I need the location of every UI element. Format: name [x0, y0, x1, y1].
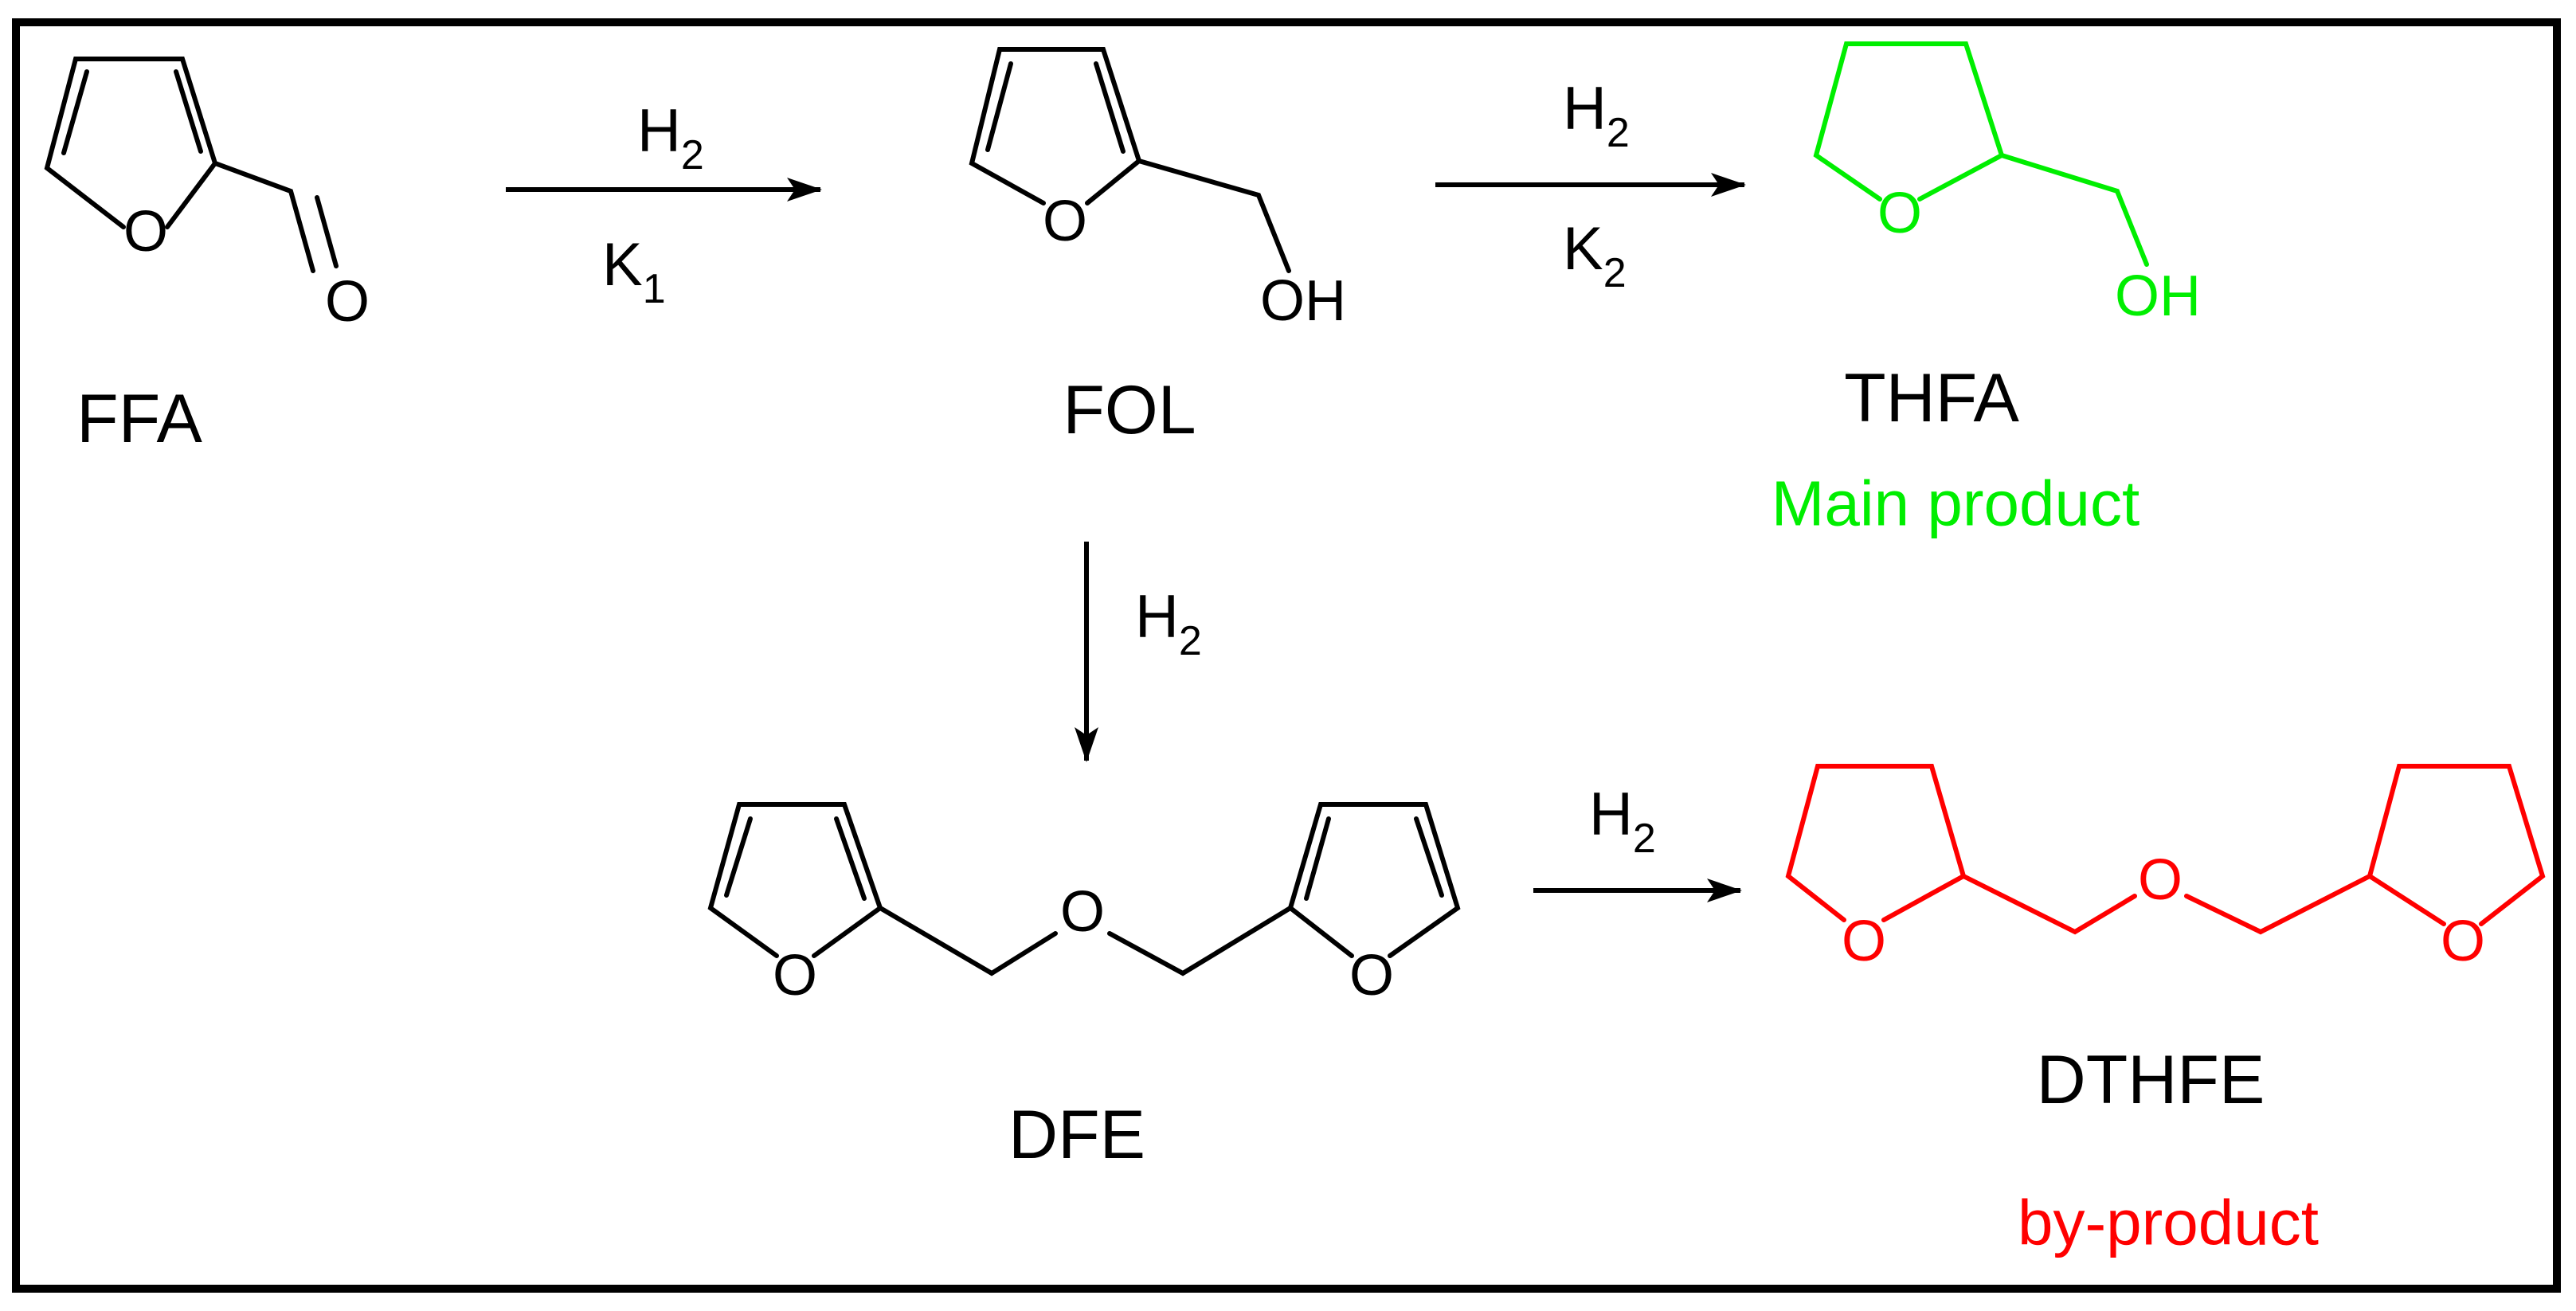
ffa-label: FFA: [76, 381, 202, 457]
dfe-label: DFE: [1008, 1097, 1145, 1173]
dthfe-structure: [1785, 764, 2546, 935]
thfa-structure: [1813, 41, 2149, 267]
dthfe-ether-oxygen: O: [2138, 848, 2183, 912]
arrow-3-reagent: H2: [1135, 583, 1202, 664]
fol-hydroxyl: OH: [1260, 269, 1346, 333]
thfa-hydroxyl: OH: [2115, 264, 2201, 328]
arrow-1-reagent: H2: [637, 97, 704, 178]
dfe-left-ring-oxygen: O: [773, 944, 817, 1008]
dthfe-label: DTHFE: [2037, 1042, 2265, 1118]
ffa-structure: [44, 57, 339, 273]
dthfe-left-ring-oxygen: O: [1842, 910, 1886, 973]
arrow-2-rate-constant: K2: [1563, 215, 1627, 296]
ffa-ring-oxygen: O: [123, 200, 168, 264]
ffa-carbonyl-oxygen: O: [325, 270, 370, 334]
thfa-label: THFA: [1844, 360, 2019, 436]
arrow-1-rate-constant: K1: [602, 231, 666, 312]
dthfe-right-ring-oxygen: O: [2441, 910, 2485, 973]
frame-border: [12, 18, 2561, 1293]
main-product-note: Main product: [1771, 468, 2139, 539]
by-product-note: by-product: [2018, 1188, 2319, 1258]
fol-structure: [969, 47, 1291, 273]
thfa-ring-oxygen: O: [1877, 182, 1922, 245]
dfe-ether-oxygen: O: [1060, 880, 1105, 944]
fol-ring-oxygen: O: [1043, 190, 1087, 253]
arrow-4-reagent: H2: [1589, 781, 1656, 862]
fol-label: FOL: [1063, 372, 1196, 448]
arrow-2-reagent: H2: [1563, 75, 1630, 156]
dfe-structure: [707, 802, 1461, 976]
dfe-right-ring-oxygen: O: [1349, 944, 1394, 1008]
